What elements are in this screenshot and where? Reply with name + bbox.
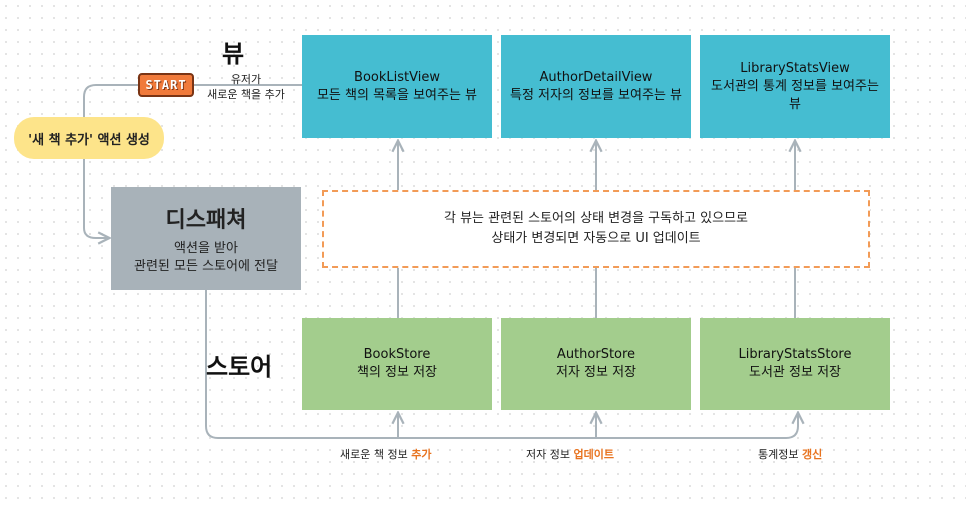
- start-badge: START: [138, 73, 194, 97]
- view-desc: 특정 저자의 정보를 보여주는 뷰: [509, 87, 682, 103]
- view-box-booklist: BookListView 모든 책의 목록을 보여주는 뷰: [302, 35, 492, 138]
- update-label-text: 통계정보: [758, 448, 802, 461]
- store-name: AuthorStore: [556, 347, 636, 362]
- store-section-title: 스토어: [206, 353, 273, 381]
- action-label: '새 책 추가' 액션 생성: [28, 132, 150, 148]
- store-name: LibraryStatsStore: [738, 347, 852, 362]
- wire-start-to-dispatcher: [83, 84, 138, 238]
- update-label-highlight: 추가: [411, 448, 432, 461]
- update-label-text: 저자 정보: [526, 448, 574, 461]
- store-box-author: AuthorStore 저자 정보 저장: [501, 318, 691, 410]
- store-box-librarystats: LibraryStatsStore 도서관 정보 저장: [700, 318, 890, 410]
- notice-line1: 각 뷰는 관련된 스토어의 상태 변경을 구독하고 있으므로: [443, 211, 748, 226]
- update-label-highlight: 업데이트: [573, 448, 614, 461]
- update-label-author: 저자 정보 업데이트: [526, 446, 614, 462]
- dispatcher-line1: 액션을 받아: [174, 240, 238, 256]
- view-box-librarystats: LibraryStatsView 도서관의 통계 정보를 보여주는 뷰: [700, 35, 890, 138]
- wire-dispatcher-to-stores: [205, 290, 798, 439]
- subscription-notice: 각 뷰는 관련된 스토어의 상태 변경을 구독하고 있으므로 상태가 변경되면 …: [322, 190, 870, 268]
- store-desc: 책의 정보 저장: [356, 365, 438, 380]
- notice-line2: 상태가 변경되면 자동으로 UI 업데이트: [491, 231, 701, 246]
- store-desc: 저자 정보 저장: [555, 365, 637, 380]
- action-pill: '새 책 추가' 액션 생성: [14, 117, 164, 159]
- update-label-book: 새로운 책 정보 추가: [340, 446, 431, 462]
- view-box-authordetail: AuthorDetailView 특정 저자의 정보를 보여주는 뷰: [501, 35, 691, 138]
- dispatcher-line2: 관련된 모든 스토어에 전달: [134, 258, 278, 274]
- user-caption: 유저가 새로운 책을 추가: [190, 72, 302, 102]
- user-caption-line2: 새로운 책을 추가: [207, 88, 285, 101]
- view-name: LibraryStatsView: [740, 60, 850, 76]
- view-desc: 도서관의 통계 정보를 보여주는: [711, 78, 879, 94]
- start-label: START: [145, 78, 187, 92]
- view-section-title: 뷰: [222, 40, 245, 68]
- update-label-stats: 통계정보 갱신: [758, 446, 822, 462]
- update-label-highlight: 갱신: [801, 448, 823, 461]
- store-desc: 도서관 정보 저장: [749, 365, 841, 380]
- update-label-text: 새로운 책 정보: [340, 448, 412, 461]
- view-desc: 모든 책의 목록을 보여주는 뷰: [316, 87, 478, 103]
- view-desc-continued: 뷰: [789, 96, 801, 112]
- view-name: BookListView: [354, 69, 440, 85]
- store-box-book: BookStore 책의 정보 저장: [302, 318, 492, 410]
- dispatcher-box: 디스패쳐 액션을 받아 관련된 모든 스토어에 전달: [111, 187, 301, 290]
- user-caption-line1: 유저가: [230, 73, 262, 86]
- store-name: BookStore: [363, 347, 431, 362]
- view-name: AuthorDetailView: [539, 69, 653, 85]
- dispatcher-title: 디스패쳐: [165, 207, 247, 233]
